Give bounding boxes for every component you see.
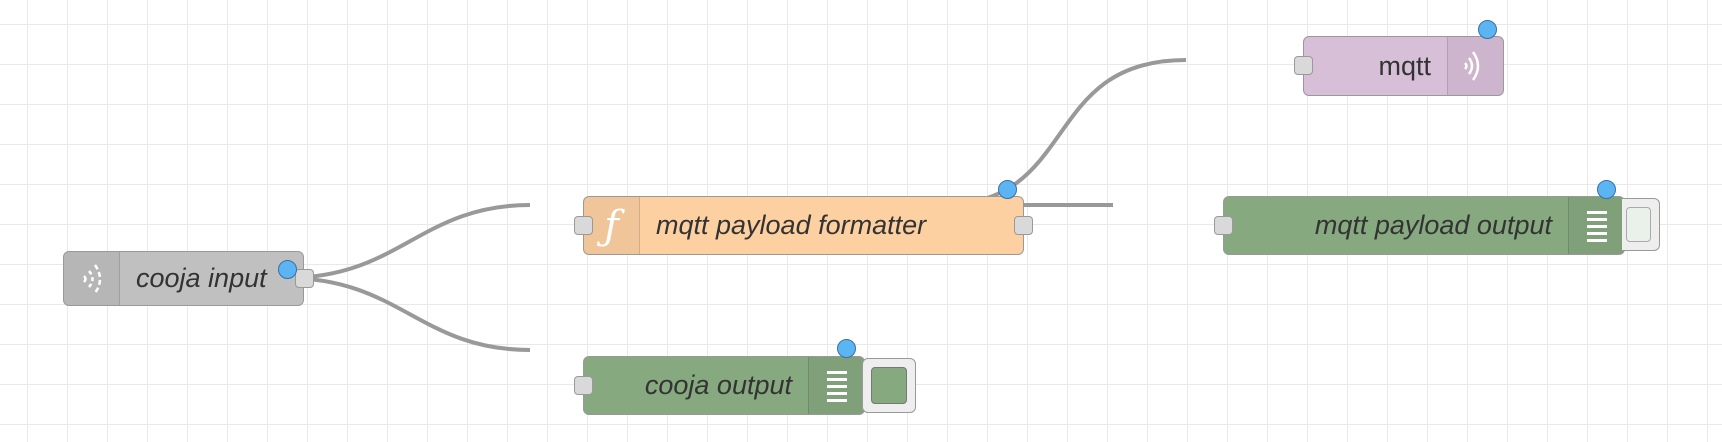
wire-cooja-input-to-formatter[interactable] (285, 203, 531, 280)
debug-toggle-inactive (1626, 207, 1651, 242)
changed-indicator (278, 260, 297, 279)
node-mqtt-payload-formatter[interactable]: ƒ mqtt payload formatter (583, 196, 1024, 255)
debug-list-icon (1568, 197, 1624, 254)
changed-indicator (1597, 180, 1616, 199)
node-label: mqtt (1378, 50, 1431, 81)
input-port[interactable] (574, 216, 593, 235)
node-cooja-output[interactable]: cooja output (583, 356, 865, 415)
input-port[interactable] (1294, 56, 1313, 75)
changed-indicator (1478, 20, 1497, 39)
function-icon: ƒ (584, 197, 640, 254)
output-port[interactable] (295, 269, 314, 288)
changed-indicator (837, 339, 856, 358)
node-label: mqtt payload formatter (656, 210, 927, 240)
node-mqtt[interactable]: mqtt (1303, 36, 1504, 96)
wire-formatter-to-mqtt[interactable] (940, 58, 1187, 207)
changed-indicator (998, 180, 1017, 199)
udp-icon (64, 252, 120, 305)
node-cooja-input[interactable]: cooja input (63, 251, 304, 306)
node-label: mqtt payload output (1314, 210, 1552, 240)
debug-toggle-button[interactable] (862, 358, 916, 413)
node-label: cooja output (644, 370, 792, 400)
function-glyph: ƒ (604, 202, 619, 249)
node-mqtt-payload-output[interactable]: mqtt payload output (1223, 196, 1625, 255)
input-port[interactable] (1214, 216, 1233, 235)
node-label: cooja input (136, 263, 267, 293)
wire-cooja-input-to-cooja-output[interactable] (285, 276, 531, 352)
debug-list-icon (808, 357, 864, 414)
debug-toggle-active (871, 367, 907, 404)
mqtt-broadcast-icon (1447, 37, 1503, 95)
debug-toggle-button[interactable] (1622, 198, 1660, 251)
output-port[interactable] (1014, 216, 1033, 235)
input-port[interactable] (574, 376, 593, 395)
